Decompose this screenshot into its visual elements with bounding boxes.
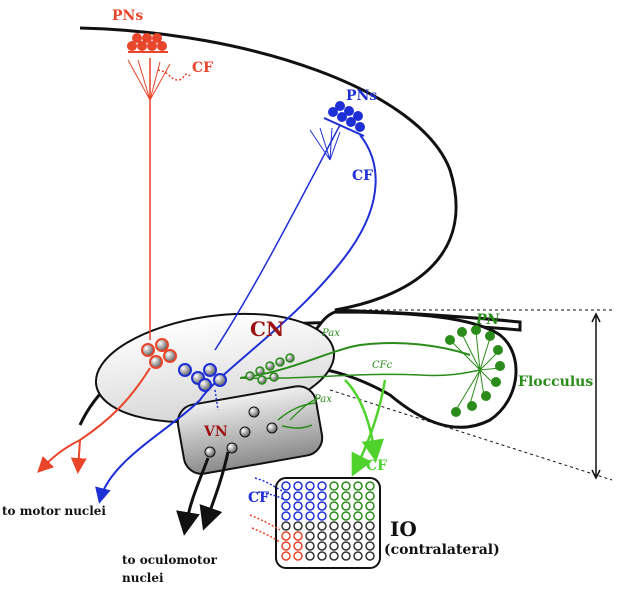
io-cell <box>329 491 339 501</box>
label-io: IO <box>390 517 417 541</box>
io-cell <box>281 541 291 551</box>
label-pax-top: Pax <box>321 328 340 339</box>
io-cell <box>341 521 351 531</box>
io-cell <box>329 501 339 511</box>
io-cell <box>353 541 363 551</box>
io-cell <box>341 481 351 491</box>
io-cell <box>353 531 363 541</box>
blue-cn-cells <box>178 363 227 392</box>
io-cell <box>317 541 327 551</box>
label-to-motor: to motor nuclei <box>2 504 106 518</box>
io-cell <box>329 541 339 551</box>
io-cell <box>281 521 291 531</box>
red-purkinje-cells <box>127 33 168 53</box>
blue-purkinje-cells <box>323 101 365 137</box>
io-cell <box>329 521 339 531</box>
inferior-olive <box>249 477 381 569</box>
io-cell <box>305 481 315 491</box>
label-cf-green: CF <box>366 458 387 474</box>
io-cell <box>365 541 375 551</box>
label-pn-green: PN <box>475 312 501 328</box>
io-cell <box>341 511 351 521</box>
io-cell <box>365 551 375 561</box>
io-cell <box>341 501 351 511</box>
label-cfc: CFc <box>372 360 393 371</box>
vn-outputs <box>176 451 230 536</box>
io-cell <box>293 551 303 561</box>
io-cell <box>305 551 315 561</box>
label-io-sub: (contralateral) <box>384 542 500 558</box>
io-cell <box>317 551 327 561</box>
io-cell <box>281 551 291 561</box>
label-cf-io: CF <box>248 490 269 506</box>
io-cell <box>329 481 339 491</box>
io-cell <box>293 521 303 531</box>
io-cell <box>329 551 339 561</box>
io-cell <box>305 491 315 501</box>
io-cell <box>365 481 375 491</box>
io-cell <box>305 541 315 551</box>
label-cn: CN <box>250 317 284 341</box>
io-cell <box>293 531 303 541</box>
red-pathway <box>37 33 191 474</box>
io-cell <box>317 531 327 541</box>
io-cell <box>341 551 351 561</box>
label-cf-blue: CF <box>352 168 373 184</box>
io-cell <box>317 501 327 511</box>
vestibular-nuclei-box <box>176 385 324 475</box>
io-cell <box>341 541 351 551</box>
io-cell <box>281 501 291 511</box>
io-cell <box>353 501 363 511</box>
label-cf-red: CF <box>192 60 213 76</box>
io-cell <box>365 511 375 521</box>
flocculus-bracket <box>329 309 613 481</box>
io-cell <box>365 531 375 541</box>
blue-pathway <box>95 101 377 504</box>
io-cell <box>293 541 303 551</box>
io-cell <box>281 531 291 541</box>
green-cn-cells <box>245 353 295 385</box>
io-cell <box>329 531 339 541</box>
io-cell <box>317 511 327 521</box>
io-cell <box>353 511 363 521</box>
io-cell <box>317 521 327 531</box>
label-vn: VN <box>203 424 228 440</box>
io-cell <box>305 531 315 541</box>
io-cell <box>353 551 363 561</box>
io-cell <box>305 501 315 511</box>
io-cell <box>305 511 315 521</box>
io-cell <box>341 491 351 501</box>
io-cell <box>341 531 351 541</box>
io-cell <box>293 491 303 501</box>
label-to-oculomotor-1: to oculomotor <box>122 553 218 567</box>
label-pax-bottom: Pax <box>313 394 332 405</box>
io-cell <box>365 501 375 511</box>
io-cell <box>353 521 363 531</box>
io-cell <box>329 511 339 521</box>
io-cell <box>293 481 303 491</box>
io-cell <box>281 511 291 521</box>
io-cell <box>317 481 327 491</box>
label-pns-red: PNs <box>112 8 143 24</box>
io-cell <box>317 491 327 501</box>
io-cell <box>365 521 375 531</box>
io-cell <box>365 491 375 501</box>
io-cell <box>353 491 363 501</box>
io-cell <box>281 481 291 491</box>
green-pathway <box>239 325 505 477</box>
label-flocculus: Flocculus <box>518 374 593 390</box>
label-to-oculomotor-2: nuclei <box>122 571 164 585</box>
io-cell <box>353 481 363 491</box>
io-cell <box>305 521 315 531</box>
red-cn-cells <box>141 338 177 369</box>
io-cell <box>293 511 303 521</box>
io-cell <box>281 491 291 501</box>
io-cell <box>293 501 303 511</box>
label-pns-blue: PNs <box>346 88 377 104</box>
